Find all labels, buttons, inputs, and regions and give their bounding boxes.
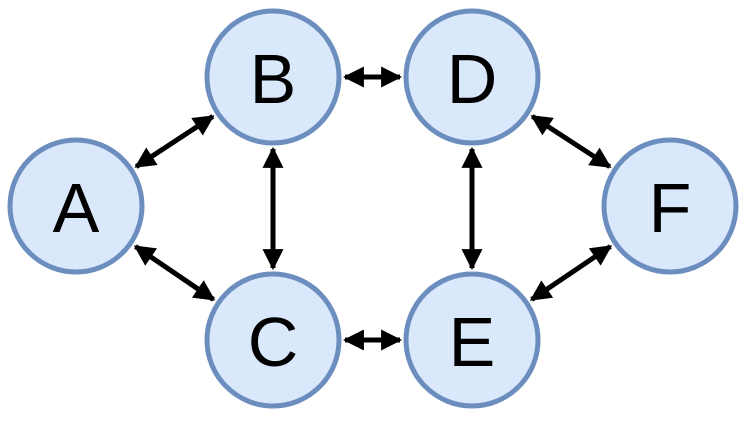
node-a-label: A: [53, 169, 100, 247]
node-a: A: [7, 137, 145, 275]
node-d: D: [403, 8, 541, 146]
node-c-circle: [204, 271, 342, 409]
edge-d-f: [530, 114, 612, 169]
node-c-label: C: [248, 303, 299, 381]
edge-a-b: [134, 114, 215, 169]
node-b-label: B: [250, 40, 297, 118]
edges-layer: [133, 66, 613, 351]
node-e-circle: [403, 271, 541, 409]
node-d-label: D: [447, 40, 498, 118]
node-e-label: E: [449, 303, 496, 381]
node-d-circle: [403, 8, 541, 146]
node-b: B: [204, 8, 342, 146]
node-f-circle: [601, 137, 739, 275]
edge-e-f: [529, 244, 613, 302]
nodes-layer: A B C D E F: [7, 8, 739, 409]
node-e: E: [403, 271, 541, 409]
node-a-circle: [7, 137, 145, 275]
edge-a-c: [133, 244, 216, 302]
node-b-circle: [204, 8, 342, 146]
node-f: F: [601, 137, 739, 275]
node-c: C: [204, 271, 342, 409]
node-f-label: F: [649, 169, 692, 247]
